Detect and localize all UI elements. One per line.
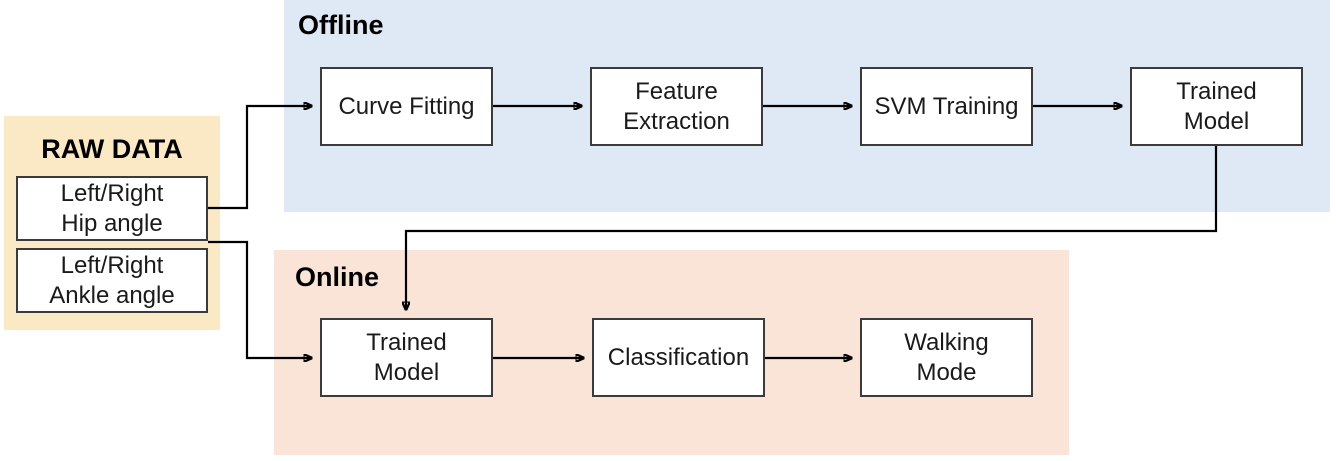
- raw-data-item-hip[interactable]: Left/Right Hip angle: [16, 176, 208, 241]
- node-trained-model-offline-label: Trained Model: [1176, 78, 1257, 135]
- raw-data-item-ankle[interactable]: Left/Right Ankle angle: [16, 248, 208, 313]
- node-classification-label: Classification: [607, 343, 750, 371]
- node-svm-training-label: SVM Training: [874, 92, 1019, 120]
- offline-panel-label: Offline: [298, 10, 384, 40]
- node-svm-training[interactable]: SVM Training: [860, 67, 1033, 146]
- node-walking-mode-label: Walking Mode: [904, 329, 989, 386]
- node-trained-model-online[interactable]: Trained Model: [320, 318, 493, 397]
- node-trained-model-offline[interactable]: Trained Model: [1130, 67, 1303, 146]
- raw-data-item-ankle-label: Left/Right Ankle angle: [49, 252, 175, 309]
- online-panel-label: Online: [295, 262, 380, 292]
- node-curve-fitting-label: Curve Fitting: [338, 92, 475, 120]
- raw-data-title: RAW DATA: [41, 134, 183, 164]
- node-feature-extraction-label: Feature Extraction: [623, 78, 730, 135]
- node-trained-model-online-label: Trained Model: [366, 329, 447, 386]
- node-feature-extraction[interactable]: Feature Extraction: [590, 67, 763, 146]
- node-classification[interactable]: Classification: [592, 318, 765, 397]
- node-walking-mode[interactable]: Walking Mode: [860, 318, 1033, 397]
- raw-data-item-hip-label: Left/Right Hip angle: [60, 180, 164, 237]
- node-curve-fitting[interactable]: Curve Fitting: [320, 67, 493, 146]
